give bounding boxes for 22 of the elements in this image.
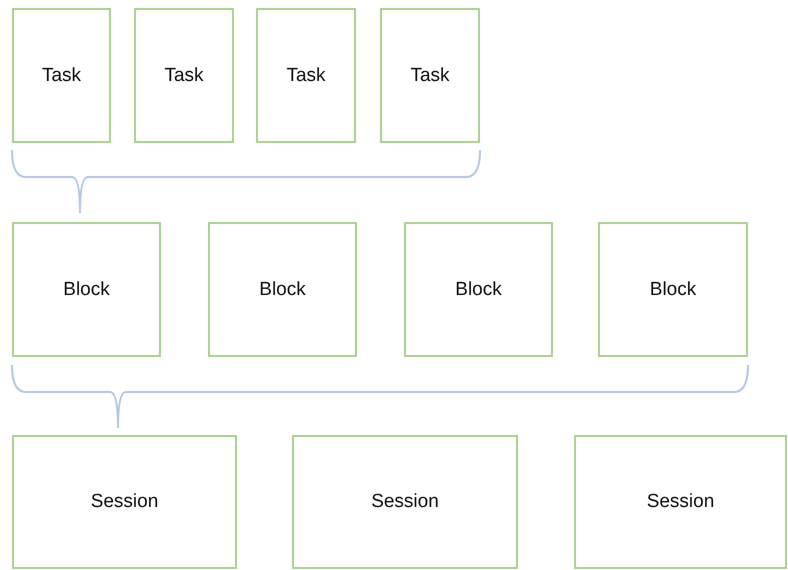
box-label: Block [259, 278, 306, 300]
box-label: Task [286, 64, 326, 86]
box-label: Block [650, 278, 696, 300]
process-box [134, 8, 234, 143]
box-label: Block [63, 278, 110, 300]
process-box [598, 222, 748, 357]
box-label: Session [371, 491, 439, 513]
process-box [292, 435, 518, 569]
process-box [256, 8, 356, 143]
process-box [12, 435, 237, 569]
process-box [12, 222, 161, 357]
box-label: Session [646, 491, 714, 513]
box-label: Task [410, 64, 450, 86]
box-label: Task [164, 64, 204, 86]
process-box [404, 222, 553, 357]
box-label: Block [455, 278, 502, 300]
process-box [208, 222, 357, 357]
box-label: Session [90, 491, 158, 513]
process-box [12, 8, 111, 143]
process-box [574, 435, 787, 569]
box-label: Task [42, 64, 82, 86]
process-box [380, 8, 480, 143]
